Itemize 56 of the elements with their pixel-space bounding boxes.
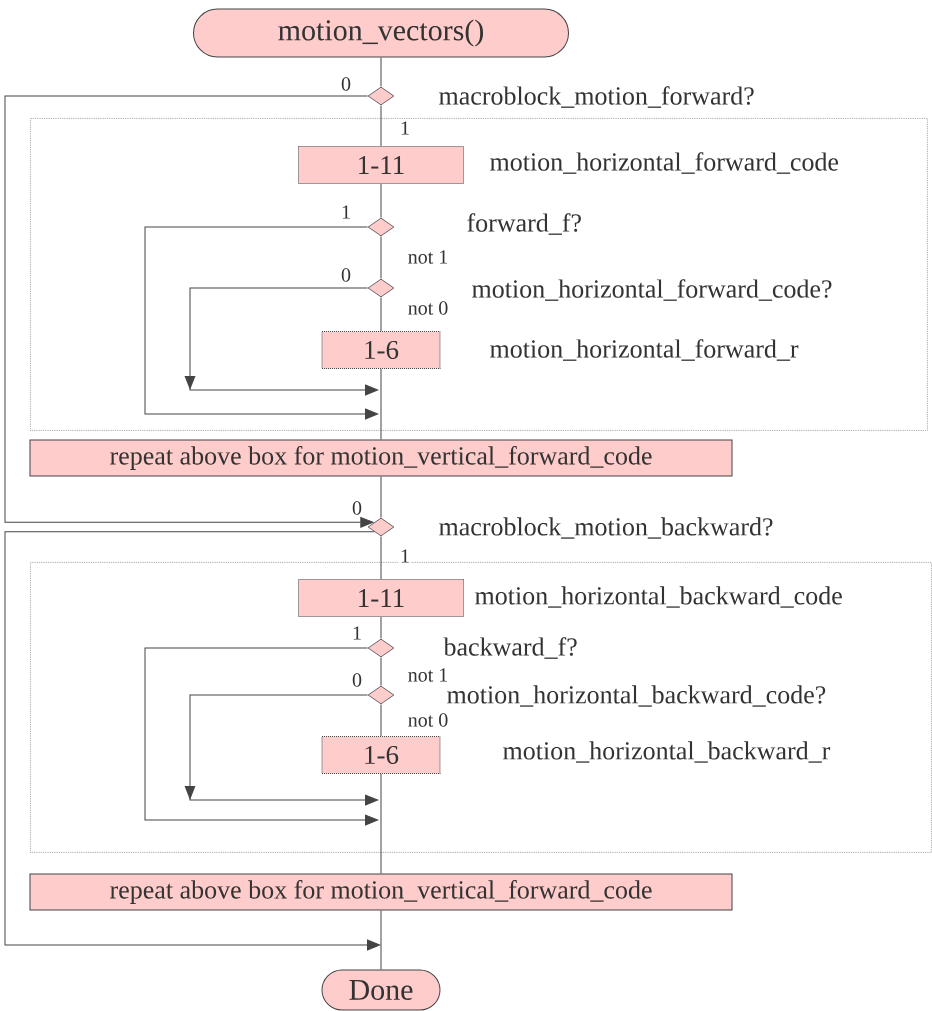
node-caption: motion_horizontal_backward_r [503,741,831,763]
node-caption: motion_horizontal_forward_r [490,339,799,361]
process-box: 1-6 [321,736,441,774]
terminal-box: Done [321,969,441,1011]
condition-text: motion_horizontal_backward_code? [447,685,826,707]
connector [380,476,382,519]
connector [380,368,382,440]
connector [380,104,382,147]
edge-label: not 0 [406,300,450,316]
connector [144,226,379,420]
edge-label: 0 [340,76,352,92]
decision-diamond [367,638,395,658]
process-box: repeat above box for motion_vertical_forward_code [29,873,733,911]
connector [4,95,374,528]
process-box: 1-6 [321,331,441,369]
decision-diamond [367,517,395,537]
connector [380,296,382,332]
edge-label: 0 [351,500,363,516]
connector [380,773,382,874]
connector [380,57,382,88]
decision-diamond [367,278,395,298]
edge-label: not 1 [406,667,450,683]
condition-text: motion_horizontal_forward_code? [472,279,832,301]
connector [380,656,382,687]
connector [184,287,379,396]
connector [144,647,379,826]
connector [380,535,382,580]
connector [380,703,382,737]
node-caption: motion_horizontal_forward_code [490,152,839,174]
decision-diamond [367,217,395,237]
process-box: 1-11 [298,146,464,184]
process-box: 1-11 [298,579,464,617]
edge-label: 1 [340,204,352,220]
decision-diamond [367,685,395,705]
node-caption: macroblock_motion_forward? [439,86,754,108]
connector [380,235,382,280]
edge-label: 1 [351,625,363,641]
connector [4,531,381,951]
process-box: repeat above box for motion_vertical_forward_code [29,439,733,477]
edge-label: not 1 [406,249,450,265]
terminal-box: motion_vectors() [193,8,569,58]
connector [380,910,382,970]
edge-label: not 0 [406,712,450,728]
node-caption: macroblock_motion_backward? [439,517,773,539]
connector [184,694,379,806]
connector [380,616,382,640]
condition-text: backward_f? [443,637,577,659]
group-frame [30,118,928,431]
edge-label: 0 [351,672,363,688]
edge-label: 0 [340,267,352,283]
edge-label: 1 [399,120,411,136]
connector [380,183,382,219]
decision-diamond [367,86,395,106]
condition-text: forward_f? [467,213,581,235]
node-caption: motion_horizontal_backward_code [475,586,842,608]
edge-label: 1 [399,548,411,564]
